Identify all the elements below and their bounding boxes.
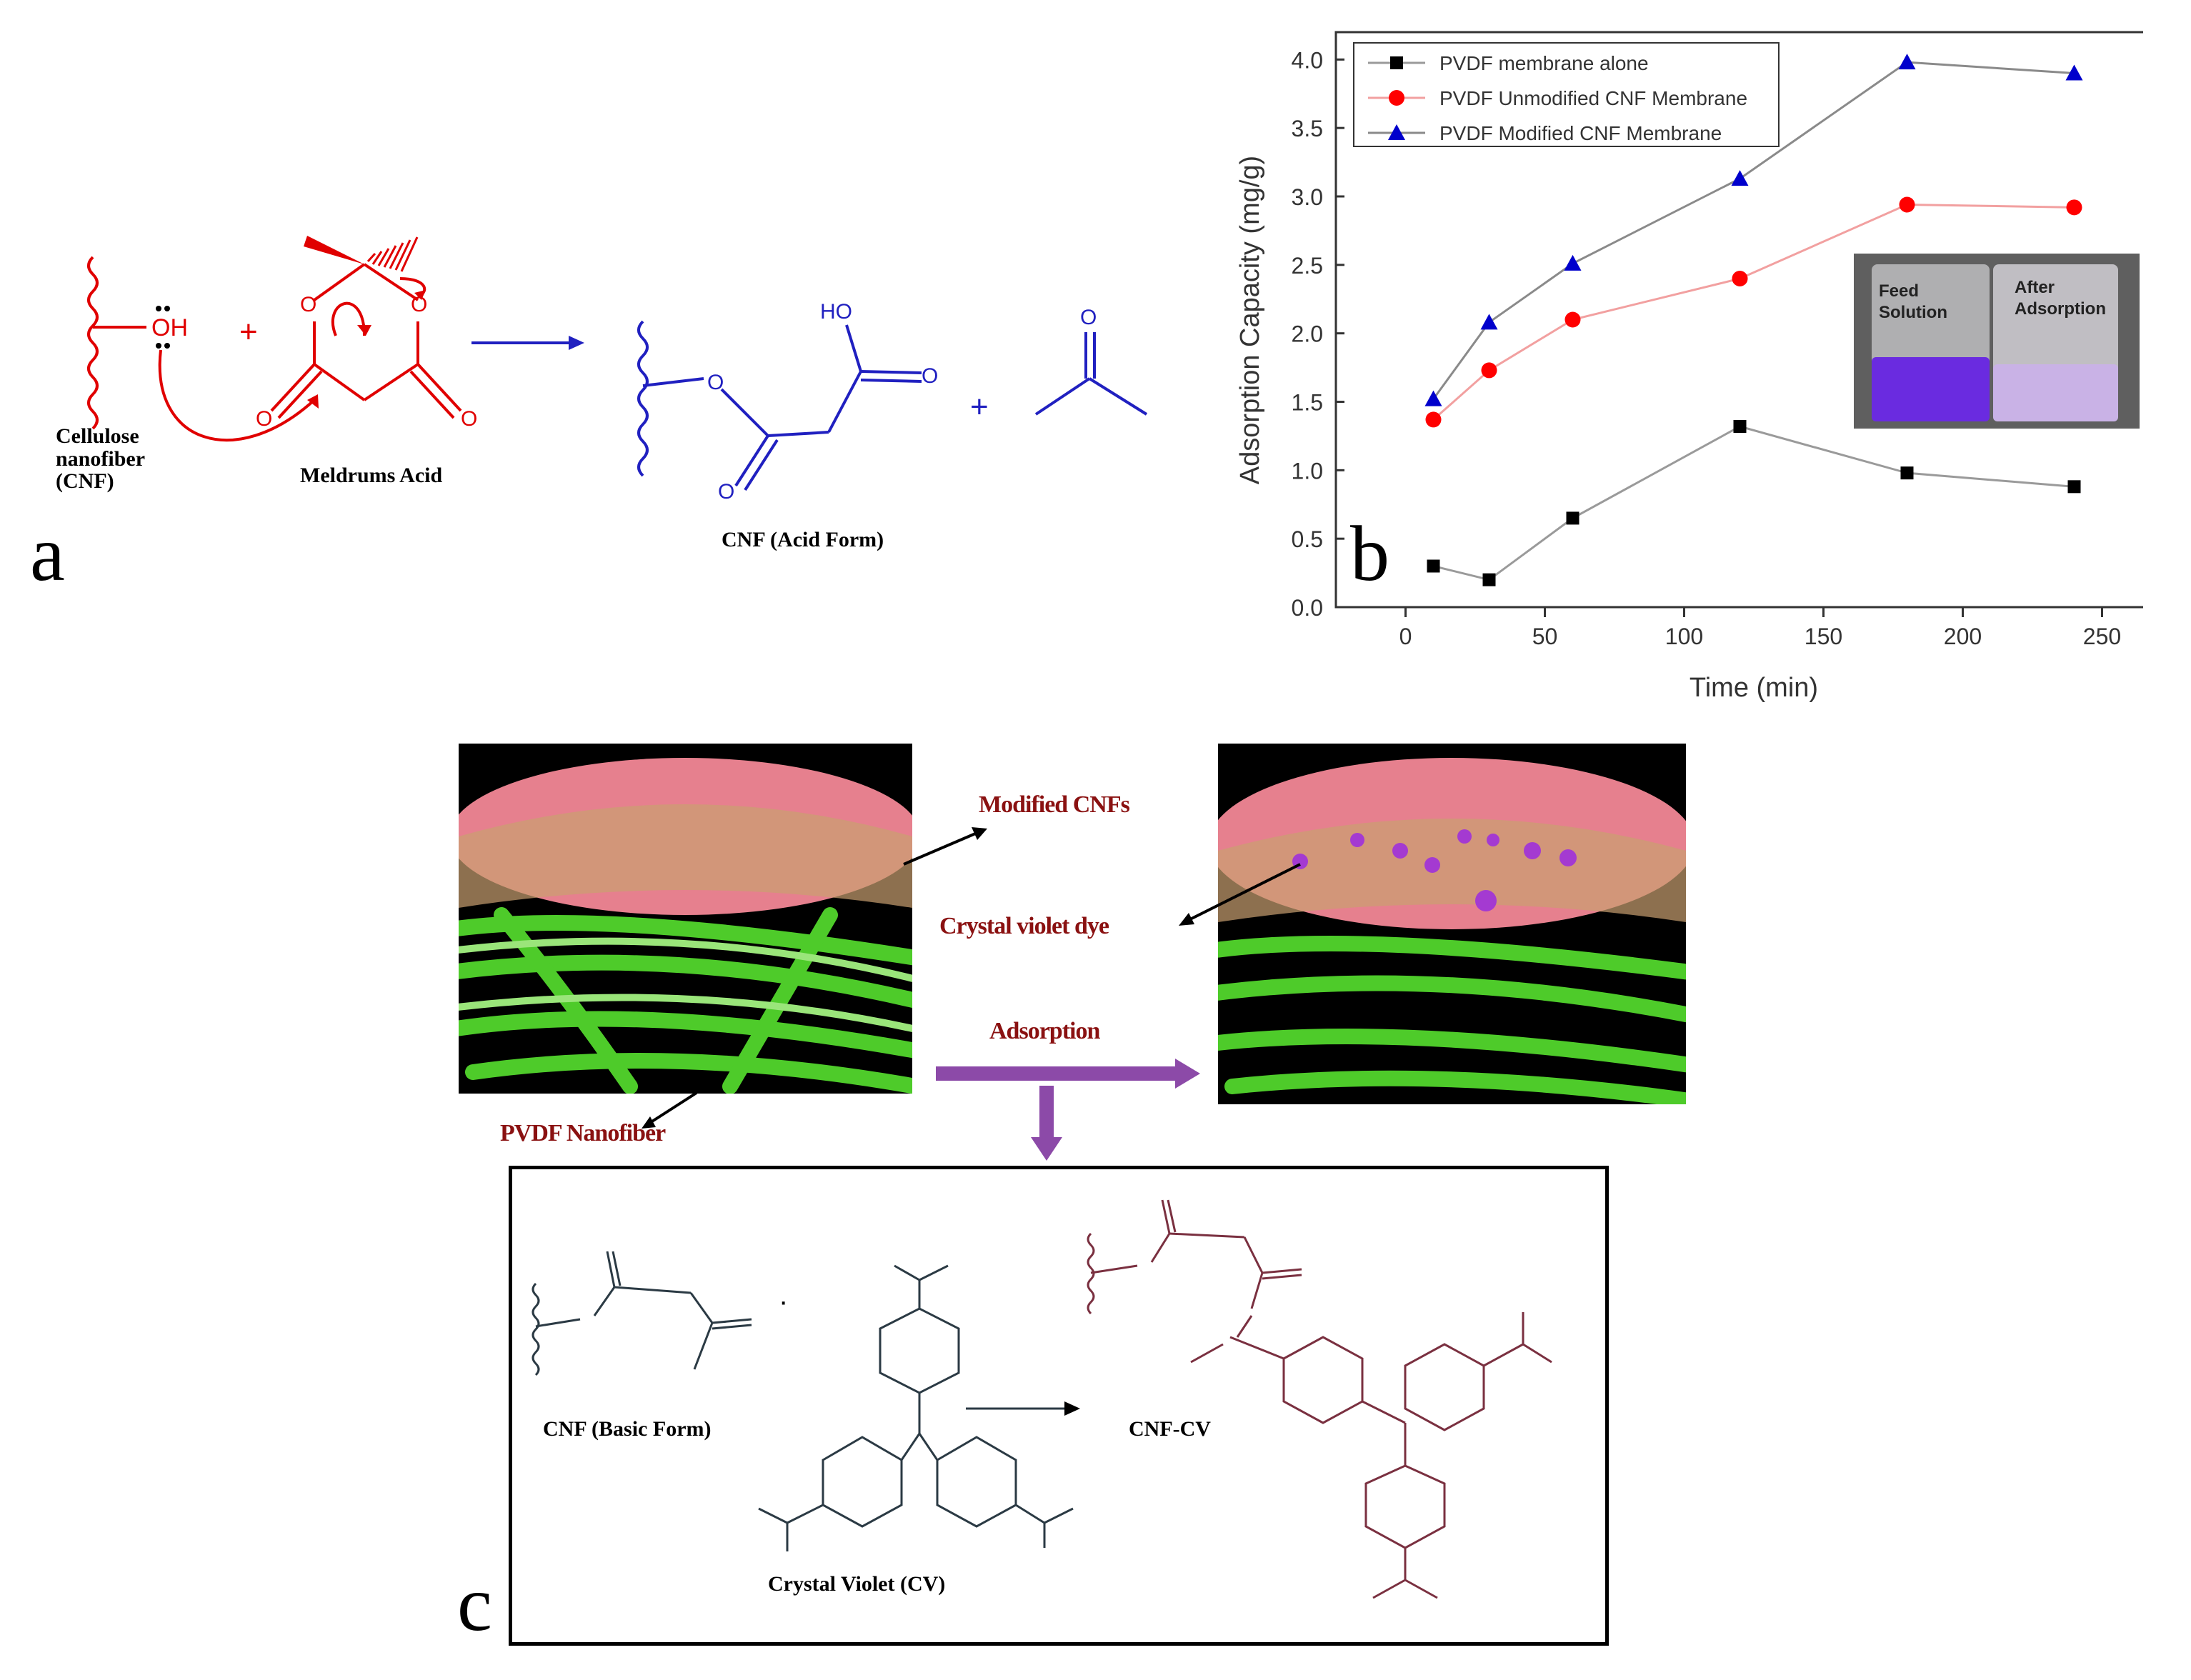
cnf-cv-scheme <box>531 1199 1552 1599</box>
data-point <box>1732 271 1748 286</box>
series-0 <box>1427 420 2081 586</box>
plus-sign-2: + <box>970 389 989 424</box>
ester-oxygen-label: O <box>718 480 735 504</box>
membrane-render-before <box>459 744 912 1094</box>
cnf-cv-label: CNF-CV <box>1129 1417 1211 1441</box>
x-tick-label: 150 <box>1805 624 1842 649</box>
pvdf-nanofiber-label: PVDF Nanofiber <box>500 1120 666 1146</box>
cnf-label: Cellulose nanofiber (CNF) <box>56 424 145 493</box>
cnf-wavy-bond <box>87 256 99 430</box>
panel-c-arrows <box>642 827 1301 1161</box>
crystal-violet-dye-label: Crystal violet dye <box>939 913 1109 939</box>
legend-marker <box>1388 124 1405 140</box>
y-tick-label: 0.5 <box>1292 526 1323 552</box>
y-axis-ticks: 0.0 0.5 1.0 1.5 2.0 2.5 3.0 3.5 4.0 <box>1292 47 1344 621</box>
data-point <box>1482 573 1496 586</box>
inset-after-label: After Adsorption <box>2015 278 2106 319</box>
panel-letter-c: c <box>457 1560 492 1647</box>
data-point <box>1900 466 1914 480</box>
y-tick-label: 1.5 <box>1292 390 1323 416</box>
data-point <box>2067 480 2081 494</box>
carbonyl-oxygen-left: O <box>256 407 273 431</box>
cnf-cv-reaction-box <box>509 1166 1609 1646</box>
legend-entry: PVDF Unmodified CNF Membrane <box>1439 87 1747 109</box>
modified-cnfs-label: Modified CNFs <box>979 791 1130 818</box>
data-point <box>1566 511 1579 525</box>
acetone-oxygen-label: O <box>1080 306 1097 329</box>
cnf-basic-form-label: CNF (Basic Form) <box>543 1417 712 1441</box>
x-axis-ticks: 0 50 100 150 200 250 <box>1399 607 2121 649</box>
data-point <box>1564 311 1581 328</box>
carbonyl-oxygen-right: O <box>461 407 478 431</box>
series-line <box>1432 61 2075 400</box>
legend-marker <box>1390 56 1403 69</box>
x-tick-label: 200 <box>1944 624 1982 649</box>
y-tick-label: 4.0 <box>1292 47 1323 73</box>
panel-a: O a OH + O O O O Cellulose nanofiber (CN… <box>0 0 1214 614</box>
data-point <box>1898 54 1916 70</box>
panel-letter-b: b <box>1350 510 1389 597</box>
x-tick-label: 50 <box>1532 624 1558 649</box>
data-point <box>1564 254 1582 271</box>
acid-oxygen-label: O <box>922 364 939 388</box>
crystal-violet-label: Crystal Violet (CV) <box>768 1572 946 1596</box>
inset-photo: Feed Solution After Adsorption <box>1854 254 2140 429</box>
svg-text:O: O <box>707 371 724 394</box>
panel-c: Modified CNFs Crystal violet dye Adsorpt… <box>0 714 2191 1680</box>
x-axis-label: Time (min) <box>1690 673 1818 703</box>
series-line <box>1433 425 2075 581</box>
meldrum-reaction-scheme: O <box>87 236 1148 491</box>
data-point <box>1427 559 1440 573</box>
ring-oxygen-left: O <box>300 293 317 316</box>
y-tick-label: 3.5 <box>1292 116 1323 141</box>
data-point <box>1425 411 1442 428</box>
legend-marker <box>1389 90 1404 106</box>
data-point <box>1481 362 1497 379</box>
y-axis-label: Adsorption Capacity (mg/g) <box>1235 156 1265 484</box>
data-point <box>1731 170 1749 186</box>
series-1 <box>1425 196 2082 428</box>
y-tick-label: 2.5 <box>1292 253 1323 279</box>
y-tick-label: 3.0 <box>1292 184 1323 210</box>
oh-label: OH <box>151 314 188 341</box>
ho-label: HO <box>820 300 852 324</box>
plus-sign-1: + <box>239 314 258 349</box>
legend-entry: PVDF Modified CNF Membrane <box>1439 122 1722 144</box>
product-wavy-bond <box>637 320 649 477</box>
membrane-render-after <box>1218 744 1686 1104</box>
legend-entry: PVDF membrane alone <box>1439 52 1649 74</box>
data-point <box>1899 196 1915 213</box>
y-tick-label: 2.0 <box>1292 321 1323 347</box>
x-tick-label: 0 <box>1399 624 1412 649</box>
meldrums-acid-label: Meldrums Acid <box>300 464 443 487</box>
y-tick-label: 1.0 <box>1292 458 1323 484</box>
data-point <box>2066 199 2082 216</box>
data-point <box>1733 420 1747 433</box>
adsorption-chart: 0.0 0.5 1.0 1.5 2.0 2.5 3.0 3.5 4.0 0 50 100 150 200… <box>1235 31 2143 703</box>
x-tick-label: 250 <box>2083 624 2121 649</box>
y-tick-label: 0.0 <box>1292 595 1323 621</box>
data-point <box>2065 64 2083 81</box>
series-2 <box>1424 54 2083 406</box>
adsorption-label: Adsorption <box>989 1018 1100 1044</box>
data-point <box>1480 314 1498 330</box>
data-point <box>1424 390 1442 406</box>
x-tick-label: 100 <box>1665 624 1703 649</box>
plot-frame <box>1334 31 2143 609</box>
dot-separator: · <box>779 1286 789 1317</box>
panel-letter-a: a <box>30 510 65 597</box>
inset-feed-label: Feed Solution <box>1879 281 1947 322</box>
ring-oxygen-right: O <box>411 293 428 316</box>
series-layer <box>1424 54 2083 586</box>
cnf-acid-form-label: CNF (Acid Form) <box>722 528 884 551</box>
series-line <box>1432 203 2075 421</box>
